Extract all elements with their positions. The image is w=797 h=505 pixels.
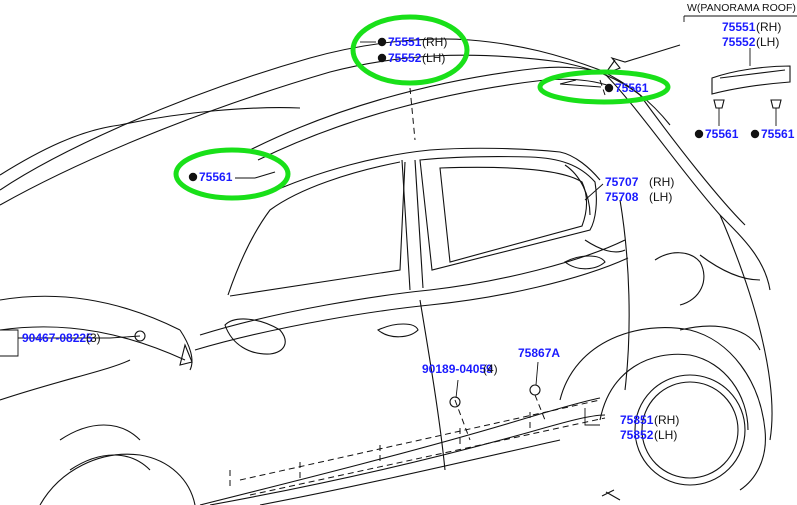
part-number-pano-clip-right[interactable]: 75561: [761, 127, 795, 141]
ref-dot: [377, 37, 387, 47]
ref-dot: [377, 53, 387, 63]
ref-dot: [750, 129, 760, 139]
quantity-bolt-front: (3): [86, 331, 101, 345]
leader-lines: [0, 41, 604, 426]
part-number-pano-clip-left[interactable]: 75561: [705, 127, 739, 141]
part-number-roof-clip-front[interactable]: 75561: [199, 170, 233, 184]
suffix-lh: (LH): [654, 428, 677, 442]
part-number-window-frame-rh[interactable]: 75707: [605, 175, 639, 189]
panorama-roof-note: W(PANORAMA ROOF): [687, 2, 796, 14]
suffix-lh: (LH): [756, 35, 779, 49]
quantity-bolt-rocker: (4): [483, 362, 498, 376]
part-number-bolt-front[interactable]: 90467-08225: [22, 331, 93, 345]
highlight-roof-molding: [350, 14, 470, 86]
part-number-roof-clip-rear[interactable]: 75561: [615, 81, 649, 95]
part-number-roof-molding-lh[interactable]: 75552: [388, 51, 422, 65]
part-labels: 75551 (RH) 75552 (LH) 75561 75561 W(PANO…: [22, 2, 796, 442]
part-number-bolt-rocker[interactable]: 90189-04059: [422, 362, 493, 376]
suffix-rh: (RH): [654, 413, 679, 427]
highlight-roof-clip-front: [173, 147, 291, 201]
highlight-roof-clip-rear: [537, 69, 671, 105]
part-number-roof-molding-rh[interactable]: 75551: [388, 35, 422, 49]
part-number-rocker-molding-lh[interactable]: 75852: [620, 428, 654, 442]
part-number-window-frame-lh[interactable]: 75708: [605, 190, 639, 204]
part-number-rocker-molding-rh[interactable]: 75851: [620, 413, 654, 427]
suffix-lh: (LH): [422, 51, 445, 65]
part-number-pano-molding-rh[interactable]: 75551: [722, 20, 756, 34]
ref-dot: [694, 129, 704, 139]
suffix-rh: (RH): [756, 20, 781, 34]
highlight-marks: [173, 14, 671, 201]
suffix-rh: (RH): [422, 35, 447, 49]
part-number-pano-molding-lh[interactable]: 75552: [722, 35, 756, 49]
part-number-clip-rocker[interactable]: 75867A: [518, 346, 560, 360]
car-body-drawing: [0, 38, 773, 505]
ref-dot: [604, 83, 614, 93]
suffix-lh: (LH): [649, 190, 672, 204]
panorama-inset: [683, 15, 797, 126]
ref-dot: [188, 172, 198, 182]
suffix-rh: (RH): [649, 175, 674, 189]
